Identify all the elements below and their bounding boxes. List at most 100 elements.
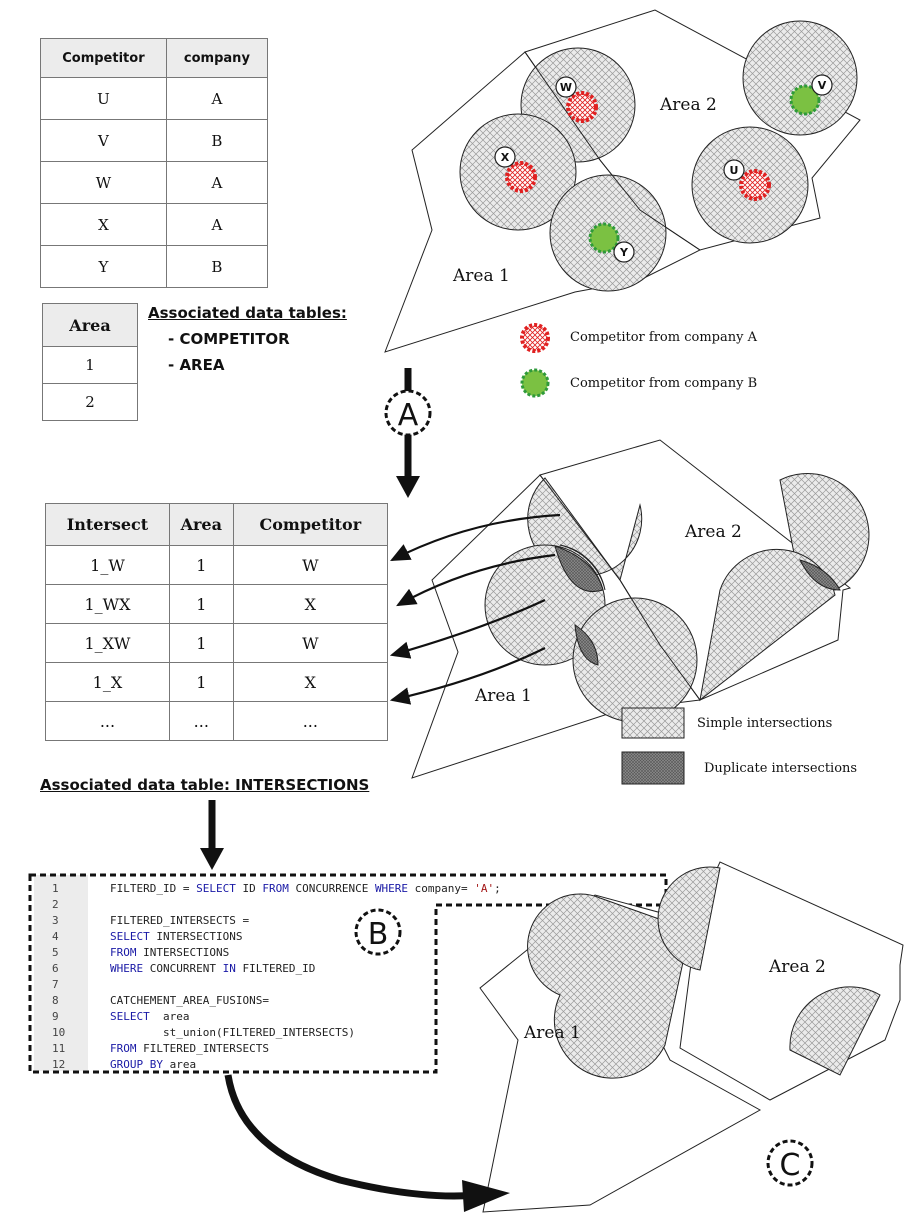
code-text: CATCHEMENT_AREA_FUSIONS= [110,994,269,1007]
code-text: SELECT area [110,1010,190,1023]
fused-area2-left [657,866,721,971]
competitor-cell: W [40,161,167,204]
legend-company-b-icon [520,368,550,398]
company-cell: A [165,77,269,120]
competitor-v-marker [789,84,821,116]
intersections-header-area: Area [168,503,234,546]
step-b-arrow [200,800,224,870]
competitor-cell: X [232,584,389,624]
competitor-cell: W [232,623,389,663]
area-cell: 1 [42,346,138,384]
legend-company-b-label: Competitor from company B [570,376,758,391]
code-line: 7 [30,977,88,992]
associated-tables-title: Associated data tables: [148,304,347,322]
duplicate-wx [559,544,606,591]
competitor-w-marker [566,91,598,123]
code-line: 10 st_union(FILTERED_INTERSECTS) [30,1025,355,1040]
code-text: WHERE CONCURRENT IN FILTERED_ID [110,962,316,975]
intersections-header-competitor: Competitor [232,503,389,546]
middle-area2-label: Area 2 [685,522,742,542]
code-line: 4 SELECT INTERSECTIONS [30,929,242,944]
competitor-y-marker [588,222,620,254]
intersections-caption: Associated data table: INTERSECTIONS [40,776,370,794]
code-text: st_union(FILTERED_INTERSECTS) [110,1026,356,1039]
area-cell: 1 [168,584,234,624]
duplicate-xy [574,624,599,666]
intersect-cell: 1_X [45,662,170,702]
legend-company-a-icon [520,323,550,353]
catchment-v [742,20,858,136]
step-a-arrow: A [384,368,432,498]
line-number: 8 [52,994,59,1007]
intersect-cell: 1_WX [45,584,170,624]
area-table: Area 1 2 [42,303,138,421]
code-text: FILTERED_INTERSECTS = [110,914,250,927]
line-number: 3 [52,914,59,927]
line-number: 1 [52,882,59,895]
area-cell: 1 [168,623,234,663]
competitor-table-header-company: company [165,38,269,78]
company-cell: A [165,203,269,246]
intersection-arrows [389,513,561,705]
code-line: 3 FILTERED_INTERSECTS = [30,913,249,928]
code-box-frame: B [28,873,668,1074]
code-line: 2 [30,897,88,912]
competitor-label-y: Y [619,246,629,259]
step-a-label: A [398,398,419,433]
company-cell: A [165,161,269,204]
associated-table-item: - AREA [168,356,225,374]
legend-simple-swatch [621,707,685,739]
competitor-u-marker [739,169,771,201]
competitor-cell: X [232,662,389,702]
fused-area1 [527,893,691,1079]
middle-map [411,439,870,779]
top-map: W X Y U V [384,9,861,353]
code-text: SELECT INTERSECTIONS [110,930,243,943]
code-text: FROM INTERSECTIONS [110,946,230,959]
line-number: 6 [52,962,59,975]
competitor-label-u: U [730,164,739,177]
step-c-label: C [780,1148,801,1183]
line-number: 9 [52,1010,59,1023]
code-line: 6 WHERE CONCURRENT IN FILTERED_ID [30,961,315,976]
intersect-cell: ... [45,701,170,741]
competitor-x-marker [505,161,537,193]
table-row: 1 [42,346,138,384]
line-number: 5 [52,946,59,959]
intersect-cell: 1_W [45,545,170,585]
line-number: 2 [52,898,59,911]
line-number: 11 [52,1042,66,1055]
intersect-cell: 1_XW [45,623,170,663]
bottom-area2-label: Area 2 [769,957,826,977]
code-text: FROM FILTERED_INTERSECTS [110,1042,269,1055]
legend-company-markers [520,323,550,398]
competitor-cell: V [40,119,167,162]
fused-area2-right [789,986,881,1076]
competitor-cell: U [40,77,167,120]
duplicate-wx-fill [554,545,604,592]
legend-duplicate-swatch [621,751,685,785]
duplicate-uv [799,559,841,591]
top-area1-label: Area 1 [453,266,510,286]
table-row: ......... [45,701,389,741]
associated-table-item: - COMPETITOR [168,330,290,348]
competitor-table-header-competitor: Competitor [40,38,167,78]
line-number: 4 [52,930,59,943]
line-number: 12 [52,1058,66,1071]
middle-area1-label: Area 1 [475,686,532,706]
intersections-header-intersect: Intersect [45,503,170,546]
code-line: 11 FROM FILTERED_INTERSECTS [30,1041,269,1056]
